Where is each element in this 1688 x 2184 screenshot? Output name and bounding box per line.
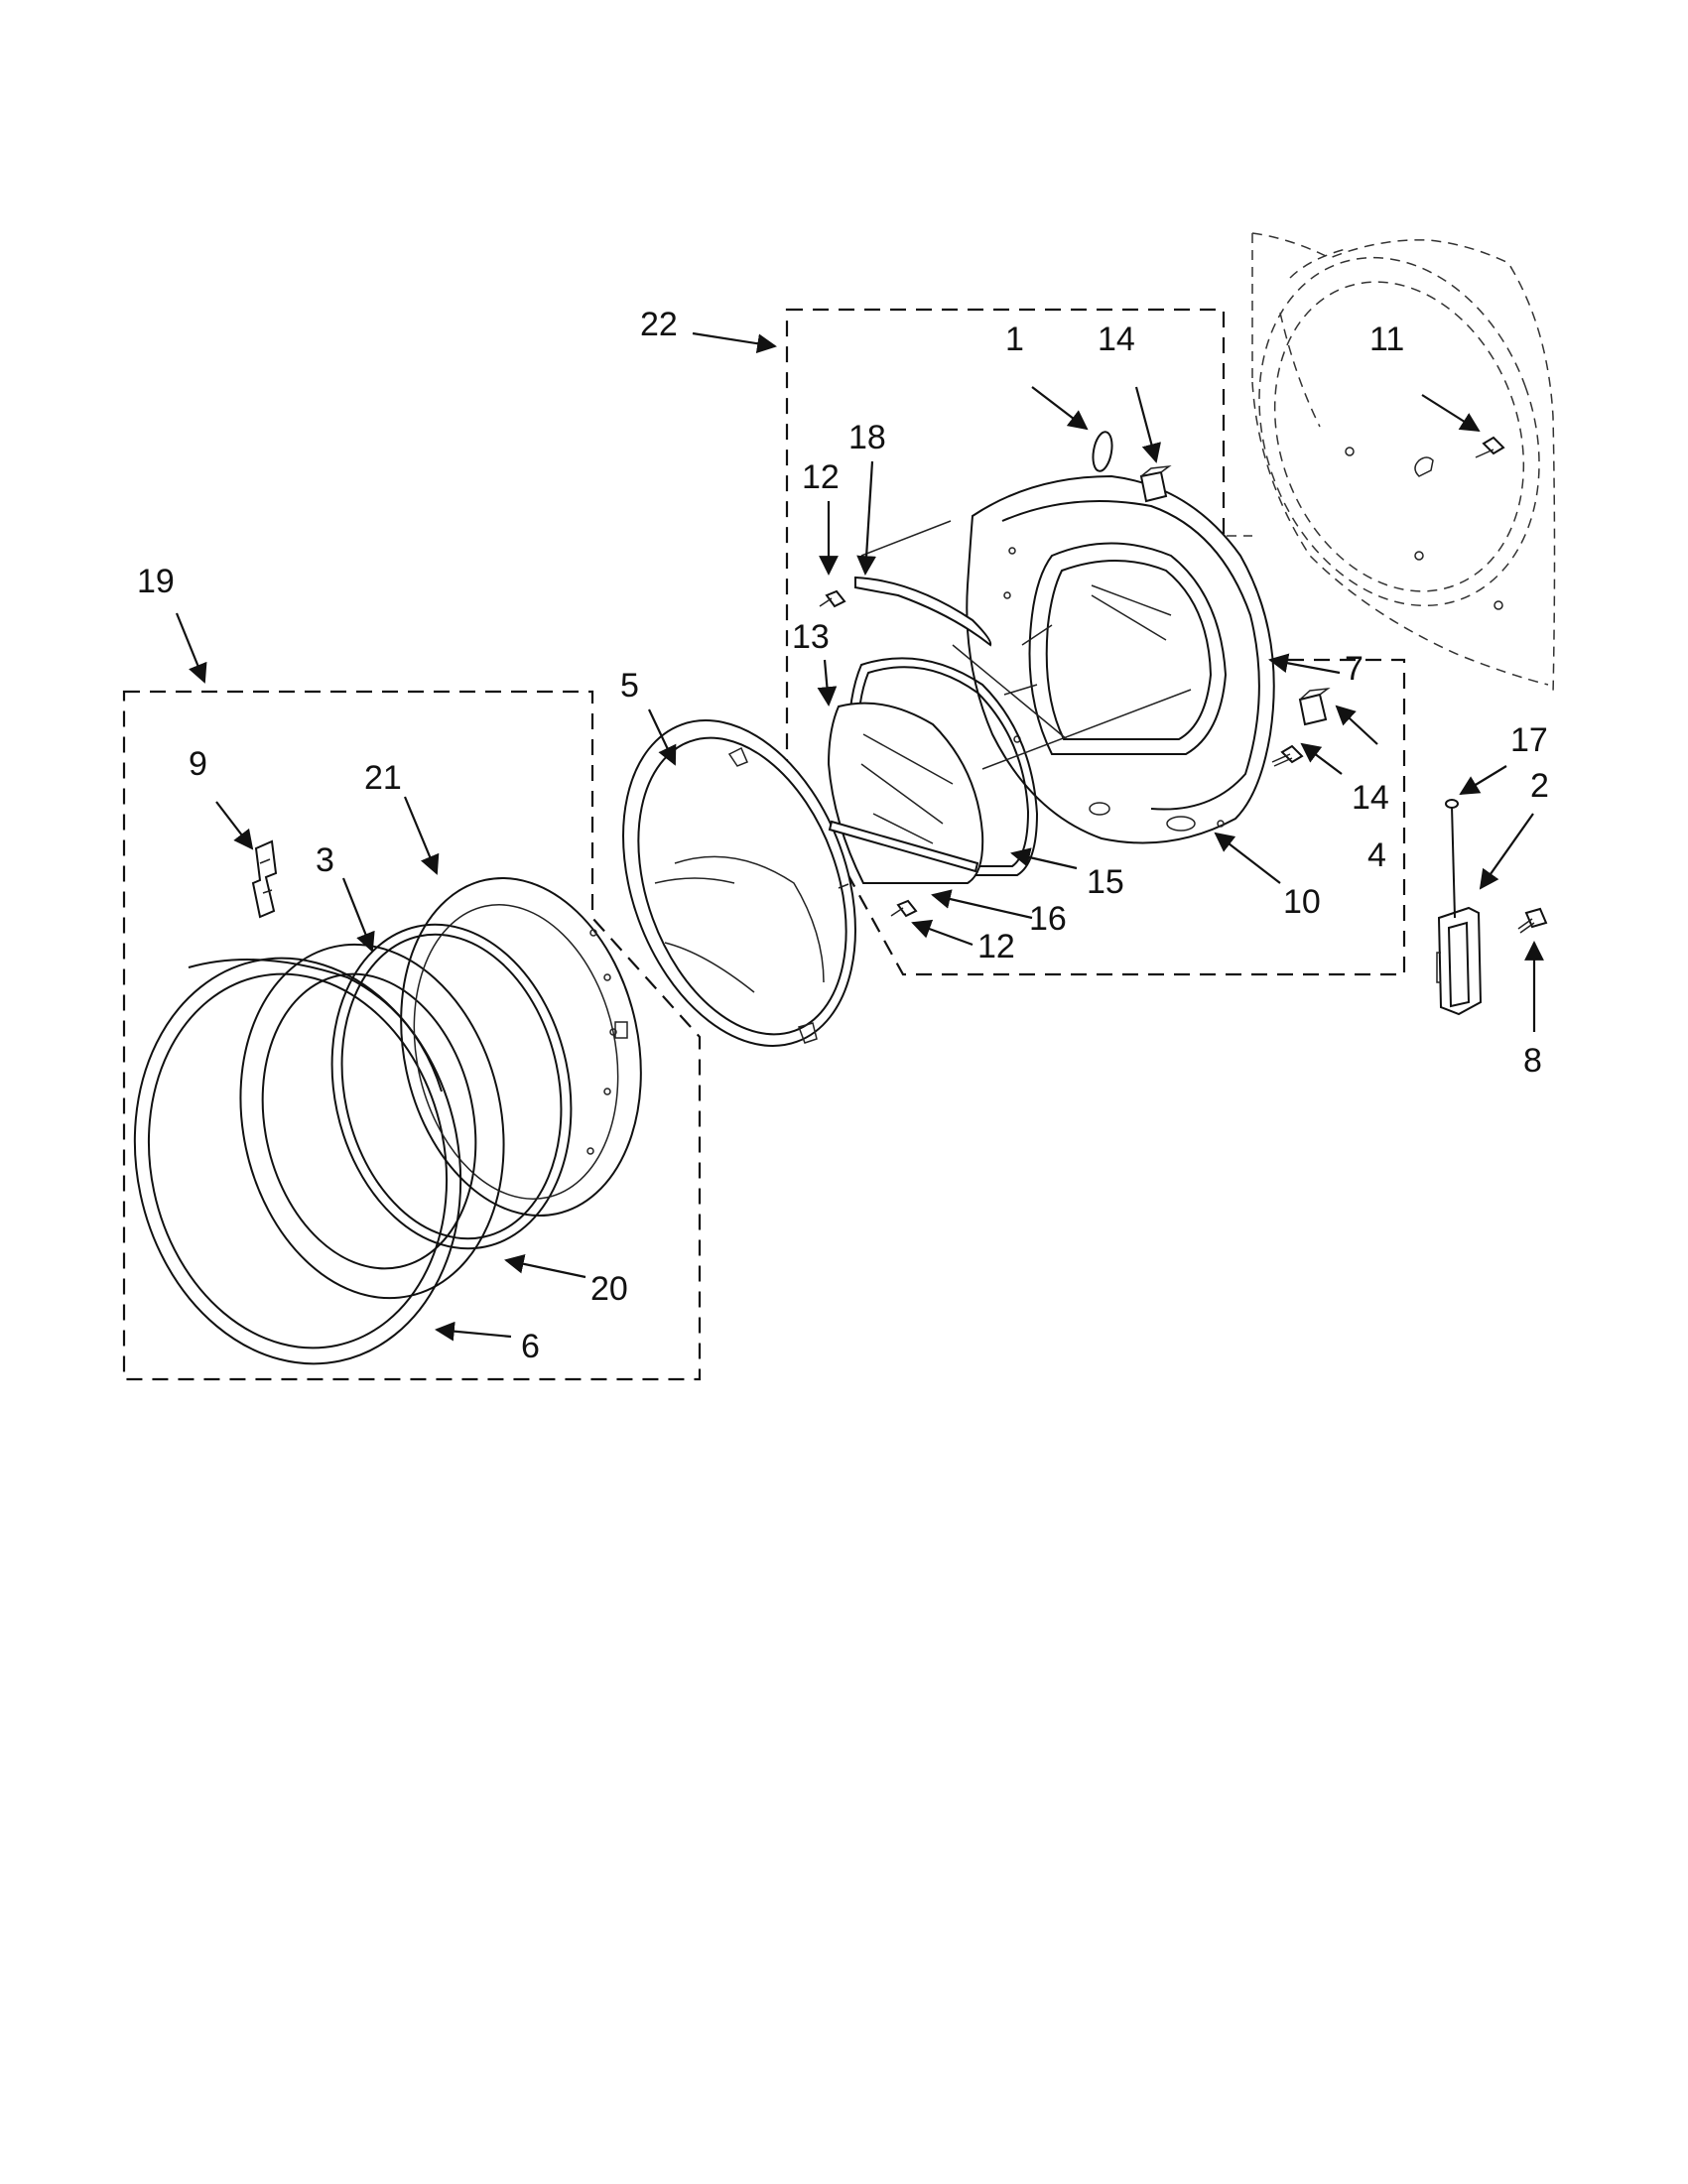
callout-20: 20 (590, 1270, 628, 1308)
door-latch-strike (251, 839, 278, 919)
callout-19: 19 (137, 563, 175, 600)
door-hinge (1436, 906, 1483, 1016)
door-strike-right (1298, 687, 1331, 726)
leader-lines (175, 331, 1544, 1342)
callout-1: 1 (1005, 321, 1024, 358)
door-trim-ring (239, 943, 505, 1300)
door-switch-lens (1092, 431, 1113, 472)
callout-7: 7 (1345, 650, 1363, 688)
callout-6: 6 (521, 1328, 540, 1365)
hinge-strip (854, 576, 992, 647)
door-inner-frame (400, 876, 642, 1218)
screw-12-lower (890, 899, 918, 918)
assembly-19-boundary (122, 690, 702, 1381)
callout-3: 3 (316, 841, 334, 879)
cabinet-ghost (1227, 232, 1556, 696)
inner-door-liner (622, 719, 856, 1047)
callout-15: 15 (1087, 863, 1124, 901)
assembly-22-boundary (785, 308, 1406, 976)
hinge-pin (1451, 805, 1456, 919)
callout-5: 5 (620, 667, 639, 705)
screw-12-upper (819, 589, 846, 608)
callout-11: 11 (1369, 321, 1404, 358)
callout-14-right: 14 (1352, 779, 1389, 817)
front-panel (966, 474, 1275, 844)
screw-11 (1475, 436, 1505, 458)
callout-8: 8 (1523, 1042, 1542, 1080)
callout-2: 2 (1530, 767, 1549, 805)
callout-18: 18 (848, 419, 886, 456)
callout-21: 21 (364, 759, 402, 797)
callout-17: 17 (1510, 721, 1548, 759)
callout-16: 16 (1029, 900, 1067, 938)
callout-12-upper: 12 (802, 458, 840, 496)
hinge-pin-head (1445, 799, 1459, 809)
callout-10: 10 (1283, 883, 1321, 921)
callout-14-top: 14 (1098, 321, 1135, 358)
hinge-screw (1517, 907, 1548, 934)
callout-12-lower: 12 (977, 928, 1015, 965)
door-window (827, 702, 984, 884)
door-strike-top (1139, 464, 1172, 503)
outer-door-rim (133, 957, 462, 1365)
screw-4 (1271, 744, 1304, 767)
callout-9: 9 (189, 745, 207, 783)
window-bracket (828, 820, 979, 873)
callout-13: 13 (792, 618, 830, 656)
callout-22: 22 (640, 306, 678, 343)
callout-4: 4 (1367, 836, 1386, 874)
